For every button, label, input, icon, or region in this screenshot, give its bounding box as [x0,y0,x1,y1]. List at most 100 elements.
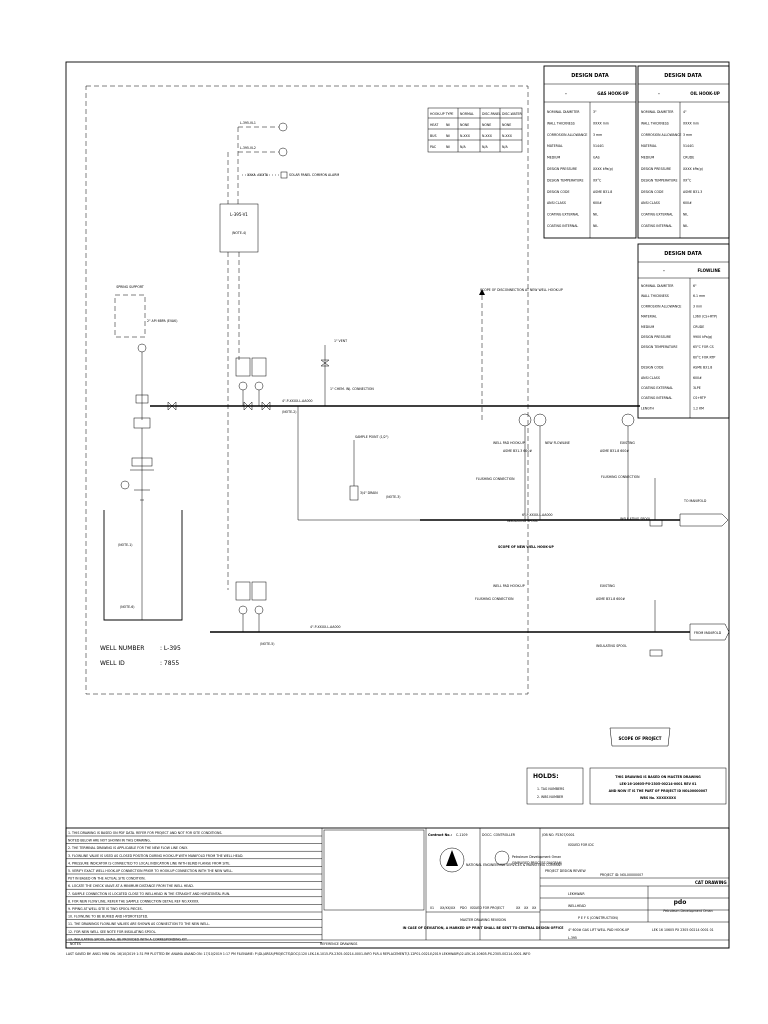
note-9: 8. FOR NEW FLOW LINE, REFER THE SAMPLE C… [68,899,199,903]
design-gas-col-left: - [565,91,567,96]
oil-key-0: NOMINAL DIAMETER [641,110,674,114]
alarm-instrument-2 [278,147,288,157]
oil-line-note: (NOTE-5) [260,642,275,646]
svg-text:SCOPE OF PROJECT: SCOPE OF PROJECT [618,736,661,741]
hookup-cell-1-1: Nil [446,134,450,138]
project-design: PROJECT DESIGN REVIEW [545,869,586,873]
note-12: 11. THE DRAWINGS FLOWLINE VALVES ARE SHO… [68,922,210,926]
scope-arrow-label: SCOPE OF DISCONNECTION AT NEW WELL HOOK-… [480,288,563,292]
gas-key-3: MATERIAL [547,144,563,148]
gas-key-5: DESIGN PRESSURE [547,167,577,171]
notes-list: 1. THIS DRAWING IS BASED ON PDF DATA. RE… [66,831,322,943]
flushing-lower: FLUSHING CONNECTION [475,597,514,601]
gas-key-2: CORROSION ALLOWANCE [547,133,587,137]
solar-panel-label: SOLAR PANEL COMMON ALARM [289,173,339,177]
contract-label: Contract No.: [428,833,452,837]
gas-val-6: XX°C [593,178,602,182]
master-drawing-note: THIS DRAWING IS BASED ON MASTER DRAWING … [589,767,727,805]
rev-desc: ISSUED FOR PROJECT [470,906,504,910]
desc-name: P E F S (CONSTRUCTION) [578,916,618,920]
scope-lower-label: SCOPE OF NEW WELL HOOK-UP [498,545,554,549]
flow-val-4: CRUDE [693,325,704,329]
oil-key-1: WALL THICKNESS [641,121,669,125]
flow-key-1: WALL THICKNESS [641,294,669,298]
rev-number: 01 [430,906,434,910]
company-name: Petroleum Development Oman [663,909,712,913]
to-manifold-label: TO MANIFOLD [683,499,707,503]
rev-pdo: XX [532,906,537,910]
flow-val-3: L360 (CS+RTP) [693,315,717,319]
oil-val-4: CRUDE [683,156,694,160]
well-number-label: WELL NUMBER [100,645,144,652]
gas-key-6: DESIGN TEMPERATURE [547,178,583,182]
process-diagram: L-395-VL1 L-395-VL2 XXXA -XXXTA SOLAR PA… [100,121,730,667]
pit-note: (NOTE-1) [118,543,133,547]
flushing-upper-2: FLUSHING CONNECTION [601,475,640,479]
existing-lower: EXISTING [600,584,615,588]
hookup-header-1: NORMAL [460,112,474,116]
design-flow-title: DESIGN DATA [664,251,702,257]
engineering-text: NATIONAL ENGINEERING SERVICES & MARKETIN… [466,863,562,867]
line2-tag: L-395-VL2 [240,146,256,150]
gas-key-4: MEDIUM [547,156,560,160]
flow-val-0: 6" [693,284,697,288]
oil-val-2: 3 mm [683,133,692,137]
gas-key-1: WALL THICKNESS [547,121,575,125]
svg-text:HOLDS:: HOLDS: [533,773,559,780]
flow-val-2: 3 mm [693,304,702,308]
job-no: JOB NO. P2307/0001 [541,833,575,837]
company-desc: Petroleum Development Oman [512,855,561,859]
oil-val-0: 4" [683,110,687,114]
flow-key-10: COATING EXTERNAL [641,386,673,390]
flushing-upper: FLUSHING CONNECTION [476,477,515,481]
flow-val-7: 60°C FOR RTP [693,355,715,359]
design-oil-rows: NOMINAL DIAMETER 4" WALL THICKNESS XXXX mm C… [641,110,703,228]
note-5: 5. VERIFY EXACT WELL HOOK-UP CONNECTION … [68,869,233,873]
from-manifold-arrow [689,623,730,641]
hookup-cell-1-2: N-XXX [460,134,471,138]
hookup-cell-0-3: NONE [482,123,491,127]
flow-key-3: MATERIAL [641,315,657,319]
flow-key-0: NOMINAL DIAMETER [641,284,674,288]
upper-branch-note: (NOTE-3) [386,495,401,499]
flow-key-11: COATING INTERNAL [641,396,672,400]
oil-val-5: XXXX kPa(g) [683,167,703,171]
oil-val-1: XXXX mm [683,121,699,125]
project-id: PROJECT ID: NOL00000007 [600,873,643,877]
rev-chk: XX [516,906,521,910]
hookup-cell-2-1: Nil [446,145,450,149]
oil-val-10: NIL [683,224,688,228]
pdo-logo-icon [439,847,465,873]
well-number-value: : L-395 [160,645,181,652]
hookup-cell-2-3: N/A [482,145,488,149]
note-7: 6. LOCATE THE CHECK VALVE AT A MINIMUM D… [68,884,194,888]
oil-key-9: COATING EXTERNAL [641,213,673,217]
note-3: 3. FLOWLINE VALVE IS USED AS CLOSED POSI… [68,854,243,858]
title-block: 1. THIS DRAWING IS BASED ON PDF DATA. RE… [65,827,730,956]
note-2: 2. THE TERMINAL DRAWING IS APPLICABLE FO… [68,846,188,850]
note-13: 12. FOR NEW WELL SEE NOTE FOR INSULATING… [68,930,156,934]
gas-val-7: ASME B31.8 [593,190,612,194]
oil-key-2: CORROSION ALLOWANCE [641,133,681,137]
svg-text:AND NOW IT IS THE PART OF PROJ: AND NOW IT IS THE PART OF PROJECT ID NOL… [609,789,708,793]
note-11: 10. FLOWLINE TO BE BURIED AND HYDROTESTE… [68,915,148,919]
reference-label: REFERENCE DRAWINGS [320,942,357,946]
note-14: 13. INSULATING SPOOL SHALL BE PROVIDED W… [68,937,188,941]
hookup-cell-0-2: NONE [460,123,469,127]
gas-line-tag: 4"-P-XXXX-L-AA000 [282,399,313,403]
gas-val-2: 3 mm [593,133,602,137]
unit-tag: L-395-V1 [230,212,248,217]
well-label-tb: L-395 [568,936,577,940]
well-id-label: WELL ID [100,660,125,667]
new-flowline-upper: NEW FLOWLINE [545,441,570,445]
spring-support-label: SPRING SUPPORT [116,285,144,289]
oil-val-7: ASME B31.3 [683,190,702,194]
issue-label: ISSUED FOR IDC [568,843,595,847]
insul-lower: INSULATING SPOOL [596,644,627,648]
vent-label: 1" VENT [334,339,347,343]
note-8: 7. SAMPLE CONNECTION IS LOCATED CLOSE TO… [68,892,230,896]
spring-support-box [114,294,146,338]
hookup-cell-0-0: HEAT [430,123,438,127]
